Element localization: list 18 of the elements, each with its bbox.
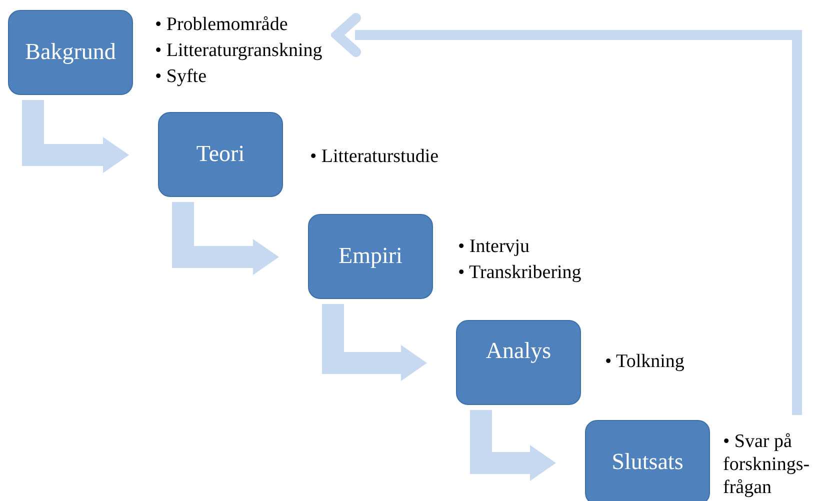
bullet-item: • Litteraturstudie — [310, 145, 440, 169]
bent-arrow — [172, 202, 279, 275]
bullet-item: • Tolkning — [605, 350, 686, 374]
bent-arrow — [322, 304, 427, 381]
feedback-arrow — [332, 13, 802, 415]
bullet-item: • Problemområde — [155, 13, 289, 37]
box-label: Analys — [486, 337, 552, 365]
box-label: Teori — [196, 140, 245, 168]
bullet-item: • Intervju — [458, 235, 531, 259]
bullet-item: • Svar på forsknings-frågan — [723, 430, 811, 499]
bullet-item: • Transkribering — [458, 261, 582, 285]
box-label: Empiri — [338, 242, 402, 270]
box-label: Slutsats — [612, 448, 684, 476]
bullet-item: • Syfte — [155, 65, 208, 89]
bullet-item: • Litteraturgranskning — [155, 39, 324, 63]
bent-arrow — [22, 100, 129, 173]
box-label: Bakgrund — [25, 38, 116, 66]
bent-arrow — [470, 410, 556, 481]
